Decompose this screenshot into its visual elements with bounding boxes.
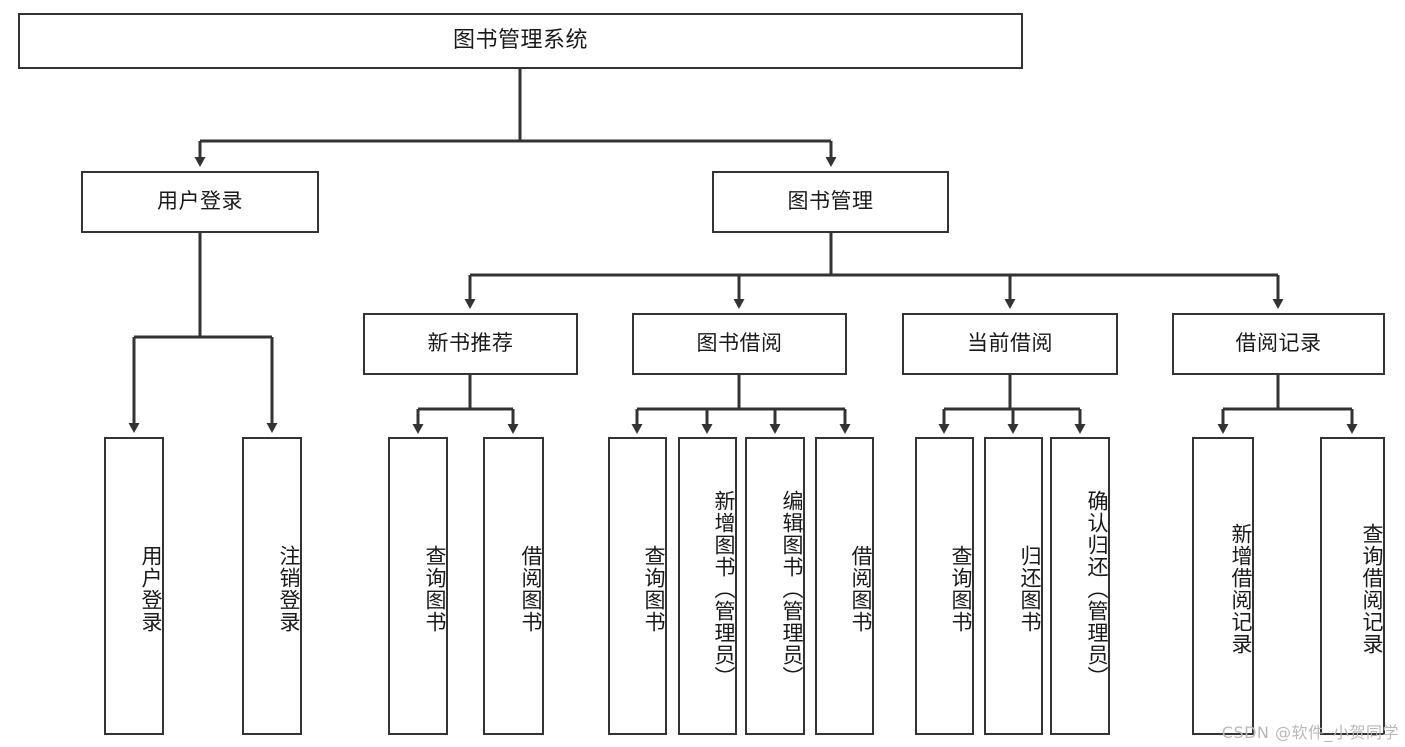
node-leaf-query-book-3[interactable]: 查询图书 bbox=[915, 437, 974, 735]
node-root[interactable]: 图书管理系统 bbox=[18, 13, 1023, 69]
node-book-borrow-label: 图书借阅 bbox=[696, 331, 783, 356]
node-leaf-query-book-1-label: 查询图书 bbox=[423, 545, 447, 633]
node-leaf-return-book[interactable]: 归还图书 bbox=[984, 437, 1043, 735]
node-leaf-borrow-book-2-label: 借阅图书 bbox=[849, 545, 873, 633]
node-leaf-query-book-2-label: 查询图书 bbox=[642, 545, 666, 633]
node-borrow-record[interactable]: 借阅记录 bbox=[1172, 313, 1385, 375]
node-leaf-add-book[interactable]: 新增图书（管理员） bbox=[678, 437, 737, 735]
node-leaf-user-login-label: 用户登录 bbox=[139, 545, 163, 633]
node-book-manage[interactable]: 图书管理 bbox=[712, 171, 949, 233]
node-leaf-logout[interactable]: 注销登录 bbox=[242, 437, 302, 735]
node-current-borrow[interactable]: 当前借阅 bbox=[902, 313, 1118, 375]
node-leaf-query-book-2[interactable]: 查询图书 bbox=[608, 437, 667, 735]
node-leaf-confirm-return[interactable]: 确认归还（管理员） bbox=[1050, 437, 1110, 735]
node-book-borrow[interactable]: 图书借阅 bbox=[632, 313, 847, 375]
node-leaf-query-book-3-label: 查询图书 bbox=[949, 545, 973, 633]
node-leaf-return-book-label: 归还图书 bbox=[1018, 545, 1042, 633]
node-borrow-record-label: 借阅记录 bbox=[1235, 331, 1322, 356]
node-leaf-add-book-label: 新增图书（管理员） bbox=[712, 490, 736, 688]
node-leaf-add-borrow-record[interactable]: 新增借阅记录 bbox=[1192, 437, 1254, 735]
node-leaf-borrow-book-1[interactable]: 借阅图书 bbox=[483, 437, 544, 735]
node-new-book-recommend-label: 新书推荐 bbox=[427, 331, 514, 356]
node-leaf-confirm-return-label: 确认归还（管理员） bbox=[1085, 490, 1109, 688]
node-current-borrow-label: 当前借阅 bbox=[967, 331, 1053, 356]
node-book-manage-label: 图书管理 bbox=[787, 189, 874, 214]
node-user-login[interactable]: 用户登录 bbox=[81, 171, 319, 233]
node-leaf-query-borrow-record-label: 查询借阅记录 bbox=[1360, 523, 1384, 655]
node-leaf-add-borrow-record-label: 新增借阅记录 bbox=[1229, 523, 1253, 655]
node-new-book-recommend[interactable]: 新书推荐 bbox=[363, 313, 578, 375]
node-leaf-query-book-1[interactable]: 查询图书 bbox=[388, 437, 448, 735]
node-leaf-user-login[interactable]: 用户登录 bbox=[104, 437, 164, 735]
node-leaf-logout-label: 注销登录 bbox=[277, 545, 301, 633]
node-user-login-label: 用户登录 bbox=[157, 189, 243, 214]
node-leaf-edit-book[interactable]: 编辑图书（管理员） bbox=[745, 437, 805, 735]
node-leaf-edit-book-label: 编辑图书（管理员） bbox=[780, 490, 804, 688]
node-leaf-query-borrow-record[interactable]: 查询借阅记录 bbox=[1320, 437, 1385, 735]
node-leaf-borrow-book-1-label: 借阅图书 bbox=[519, 545, 543, 633]
node-leaf-borrow-book-2[interactable]: 借阅图书 bbox=[815, 437, 874, 735]
node-root-label: 图书管理系统 bbox=[452, 27, 588, 53]
